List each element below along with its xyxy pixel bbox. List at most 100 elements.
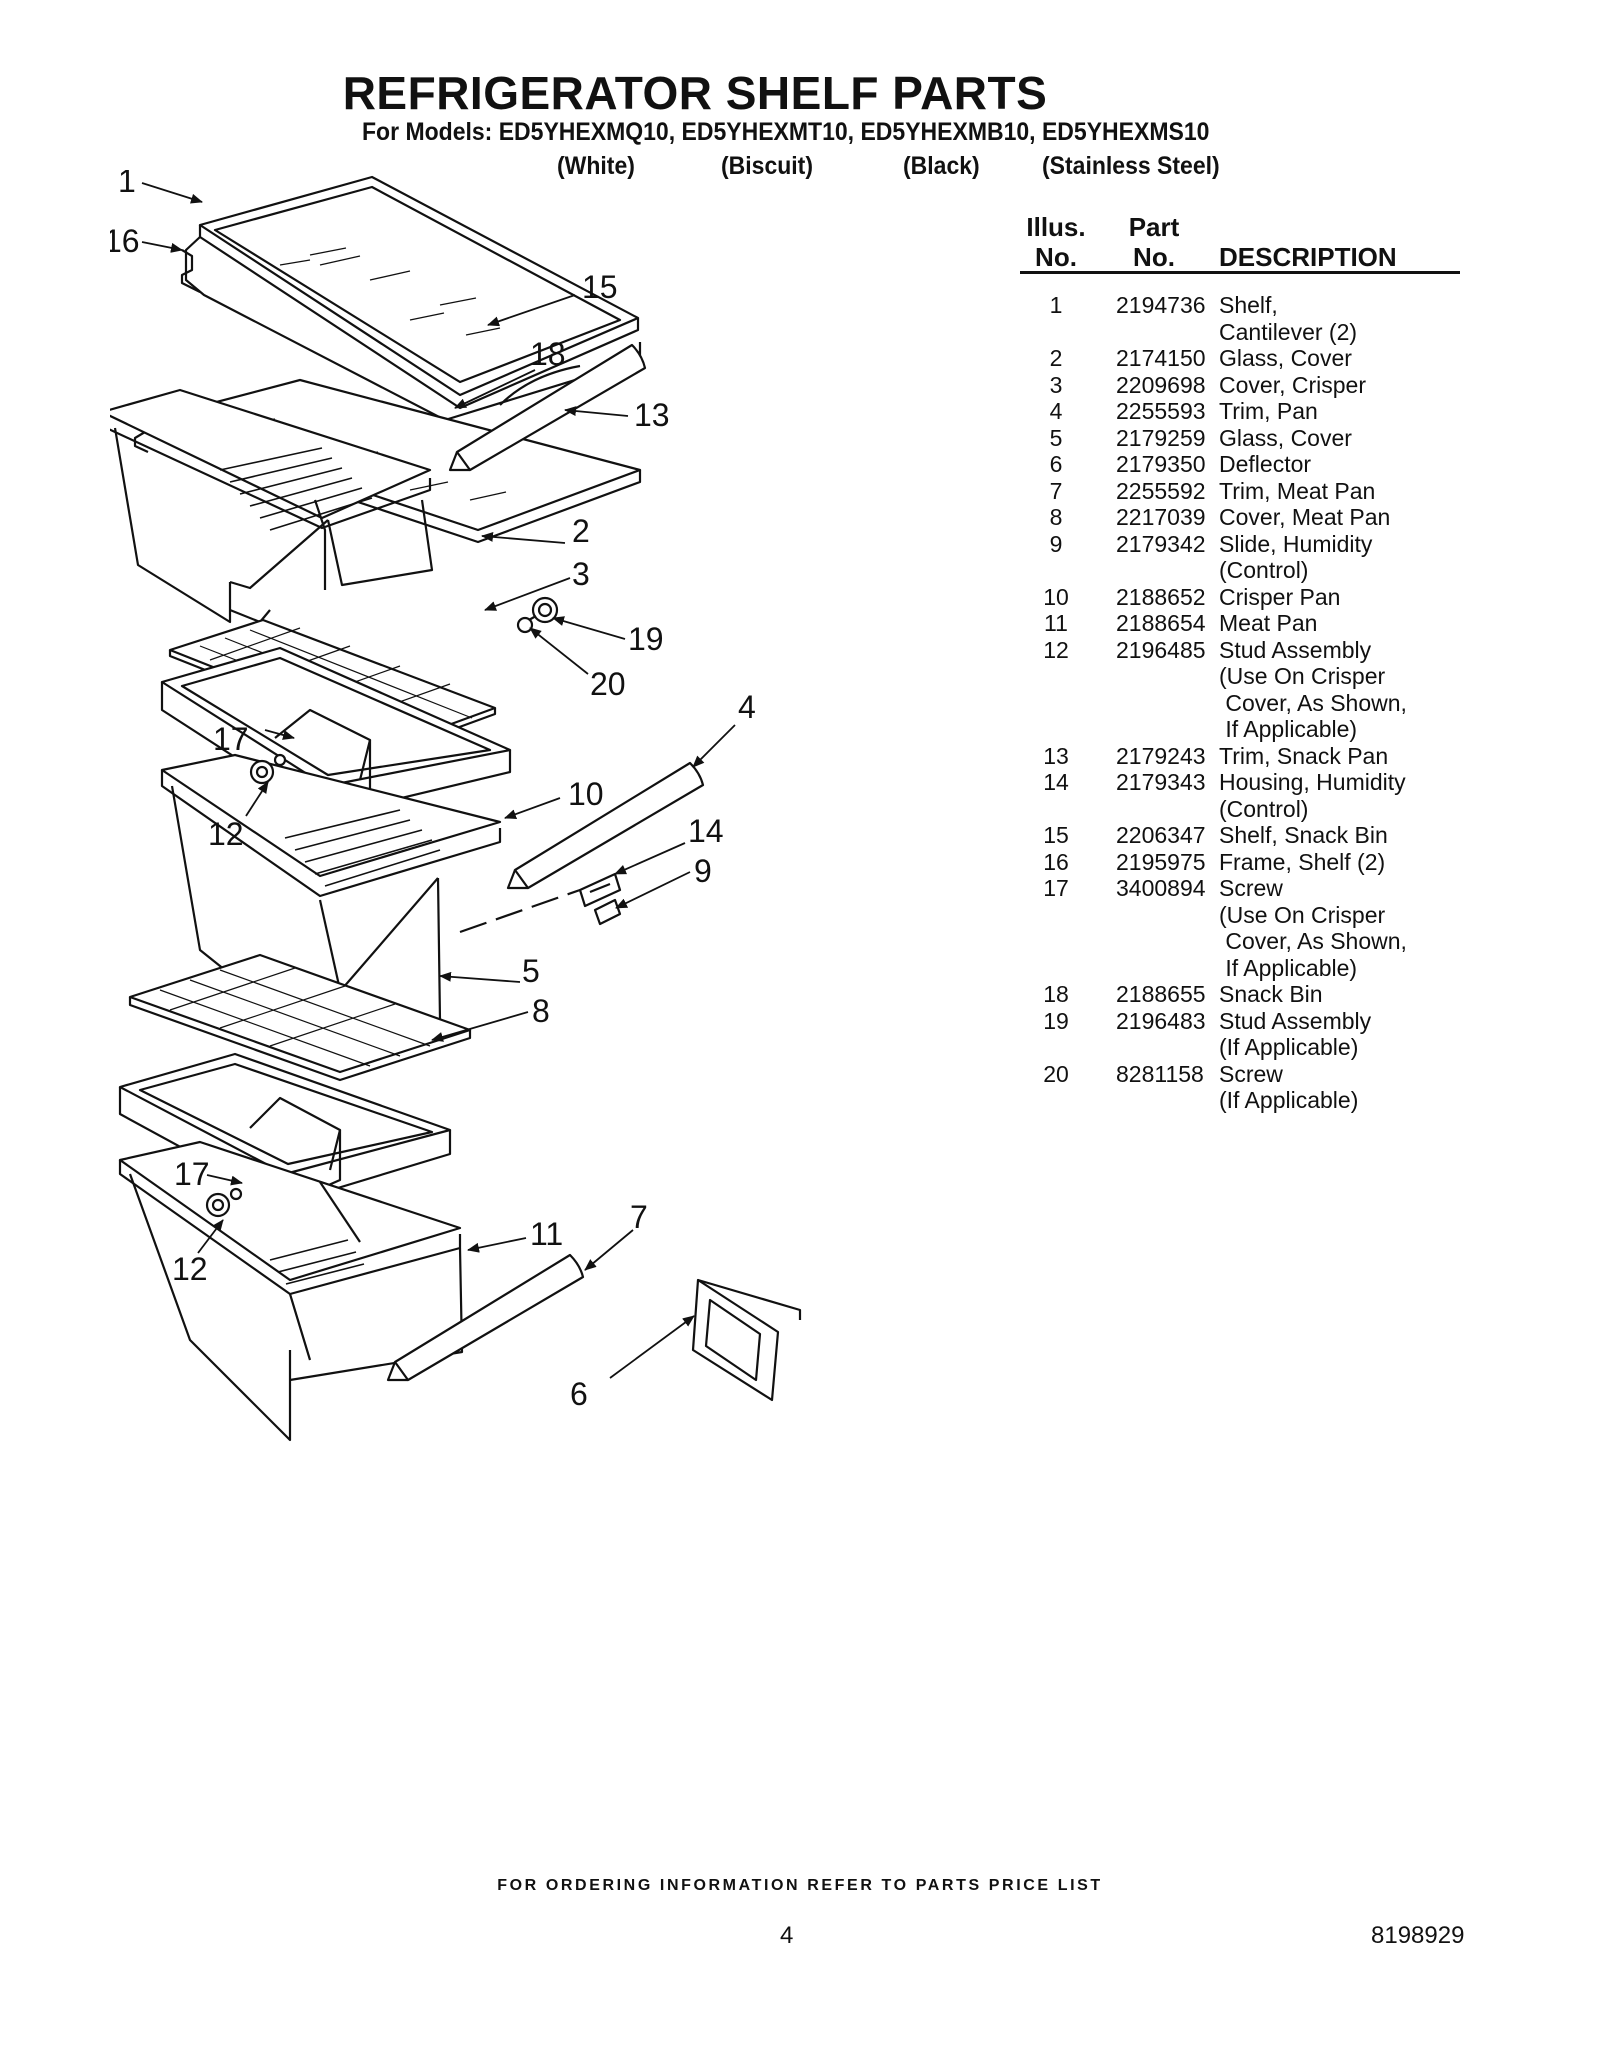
part-number: 2188652 (1116, 583, 1206, 610)
part-number: 8281158 (1116, 1060, 1204, 1087)
parts-row: 12 2196485 Stud Assembly (Use On Crisper C… (1020, 637, 1480, 743)
part-number: 2179342 (1116, 530, 1206, 557)
part-number: 2195975 (1116, 848, 1206, 875)
page-number: 4 (780, 1922, 794, 1949)
part-number: 2188655 (1116, 981, 1206, 1007)
color-label-stainless: (Stainless Steel) (1042, 152, 1220, 180)
callout-16: 16 (110, 223, 140, 259)
part-number: 2179259 (1116, 424, 1206, 451)
callout-11: 11 (530, 1216, 563, 1252)
part-description: Housing, Humidity (Control) (1219, 769, 1406, 822)
part-illus-no: 12 (1043, 636, 1069, 663)
part-number: 2188654 (1116, 610, 1206, 636)
part-illus-no: 6 (1049, 451, 1063, 477)
callout-20: 20 (590, 666, 626, 702)
parts-row: 6 2179350 Deflector (1020, 451, 1480, 478)
color-label-black: (Black) (903, 152, 980, 180)
part-description: Glass, Cover (1219, 345, 1352, 371)
part-illus-no: 2 (1049, 345, 1063, 371)
part-illus-no: 20 (1043, 1060, 1069, 1087)
parts-row: 11 2188654 Meat Pan (1020, 610, 1480, 637)
part-illus-no: 16 (1043, 848, 1069, 875)
header-illus-line1: Illus. (1026, 212, 1086, 242)
part-number: 2206347 (1116, 822, 1206, 848)
part-illus-no: 3 (1049, 371, 1063, 398)
part-illus-no: 11 (1044, 610, 1068, 636)
part-description: Cover, Meat Pan (1219, 504, 1391, 530)
part-number: 2255592 (1116, 477, 1206, 504)
part-description: Trim, Snack Pan (1219, 742, 1389, 769)
parts-row: 15 2206347 Shelf, Snack Bin (1020, 822, 1480, 849)
models-line: For Models: ED5YHEXMQ10, ED5YHEXMT10, ED… (362, 118, 1210, 146)
part-description: Deflector (1219, 451, 1312, 477)
exploded-parts-diagram: 1 16 15 18 13 2 3 19 20 4 17 12 10 14 9 … (110, 170, 802, 1442)
callout-1: 1 (118, 170, 136, 199)
parts-row: 9 2179342 Slide, Humidity (Control) (1020, 531, 1480, 584)
parts-row: 5 2179259 Glass, Cover (1020, 425, 1480, 452)
callout-2: 2 (572, 513, 590, 549)
part-number: 2174150 (1116, 345, 1206, 371)
callout-8: 8 (532, 993, 550, 1029)
header-part-line2: No. (1133, 242, 1175, 272)
part-number: 2196485 (1116, 636, 1206, 663)
callout-17-lower: 17 (174, 1156, 210, 1192)
callout-18: 18 (530, 336, 566, 372)
part-description: Shelf, Cantilever (2) (1219, 292, 1358, 345)
callout-leaders (141, 182, 736, 1379)
part-description: Slide, Humidity (Control) (1219, 530, 1373, 584)
part-description: Glass, Cover (1219, 424, 1352, 451)
part-number: 2179343 (1116, 769, 1206, 795)
part-number: 2209698 (1116, 371, 1206, 398)
part-number: 2196483 (1116, 1007, 1206, 1034)
callout-labels: 1 16 15 18 13 2 3 19 20 4 17 12 10 14 9 … (110, 170, 756, 1412)
meat-pan-cover-glass-drawing (128, 953, 472, 1082)
part-illus-no: 7 (1049, 477, 1063, 504)
part-description: Shelf, Snack Bin (1219, 822, 1388, 848)
part-illus-no: 1 (1049, 292, 1063, 318)
part-illus-no: 5 (1049, 424, 1063, 451)
meat-pan-trim-drawing (386, 1253, 585, 1382)
callout-12-lower: 12 (172, 1251, 208, 1287)
part-illus-no: 19 (1043, 1007, 1069, 1034)
callout-15: 15 (582, 269, 618, 305)
part-illus-no: 4 (1049, 398, 1063, 424)
meat-pan-drawing (118, 1140, 464, 1442)
part-number: 2179350 (1116, 451, 1206, 477)
parts-row: 19 2196483 Stud Assembly (If Applicable) (1020, 1008, 1480, 1061)
part-description: Trim, Meat Pan (1219, 477, 1376, 504)
color-label-white: (White) (557, 152, 635, 180)
part-illus-no: 10 (1043, 583, 1069, 610)
header-description: DESCRIPTION (1219, 242, 1397, 272)
header-part-line1: Part (1128, 212, 1180, 242)
part-illus-no: 9 (1049, 530, 1063, 557)
color-label-biscuit: (Biscuit) (721, 152, 813, 180)
callout-3: 3 (572, 556, 590, 592)
callout-19: 19 (628, 621, 664, 657)
part-description: Screw (If Applicable) (1219, 1060, 1359, 1114)
part-description: Stud Assembly (Use On Crisper Cover, As … (1219, 636, 1407, 743)
page-title: REFRIGERATOR SHELF PARTS (342, 67, 1048, 119)
part-illus-no: 15 (1043, 822, 1069, 848)
part-number: 2217039 (1116, 504, 1206, 530)
part-number: 2255593 (1116, 398, 1206, 424)
part-description: Stud Assembly (If Applicable) (1219, 1007, 1372, 1061)
part-description: Snack Bin (1219, 981, 1323, 1007)
callout-9: 9 (694, 853, 712, 889)
callout-17-upper: 17 (213, 721, 249, 757)
pan-trim-drawing (506, 761, 705, 890)
parts-row: 7 2255592 Trim, Meat Pan (1020, 478, 1480, 505)
header-part-no: Part No. (1114, 212, 1194, 272)
parts-row: 2 2174150 Glass, Cover (1020, 345, 1480, 372)
callout-10: 10 (568, 776, 604, 812)
shelf-cantilever-drawing (184, 175, 642, 422)
part-illus-no: 13 (1043, 742, 1069, 769)
deflector-drawing (691, 1278, 802, 1402)
part-description: Meat Pan (1219, 610, 1318, 636)
